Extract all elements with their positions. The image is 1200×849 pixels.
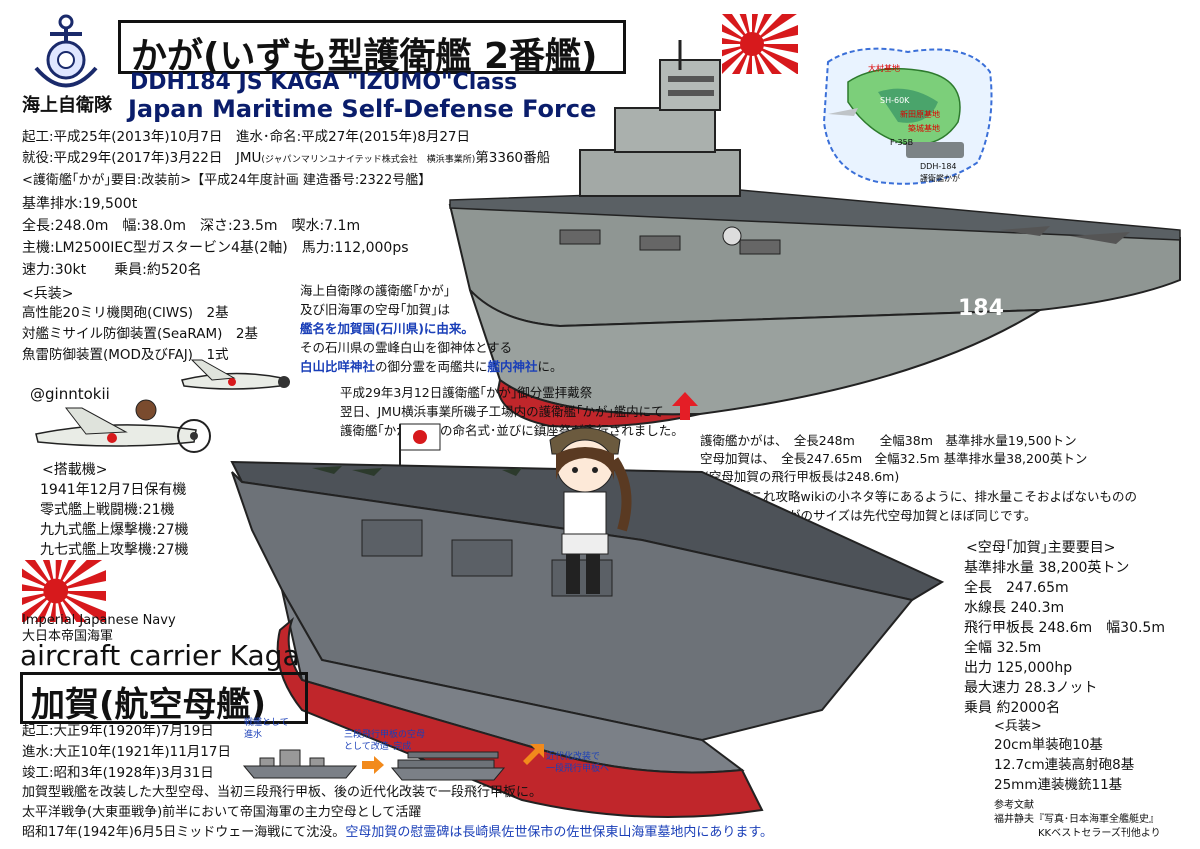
spec-line: 速力:30kt 乗員:約520名 [22,262,202,278]
story-line: その石川県の霊峰白山を御神体とする [300,340,513,355]
ceremony-line: 平成29年3月12日護衛艦｢かが｣御分霊拝戴祭 [340,385,593,400]
story-text: に。 [537,359,563,374]
evo-label: 戦艦として [244,718,289,728]
kaga-spec-line: 基準排水量 38,200英トン [964,560,1130,576]
spec-header: <護衛艦｢かが｣要目:改装前>【平成24年度計画 建造番号:2322号艦】 [22,173,432,188]
evo-label: 近代化改装で [546,752,601,762]
map-place: SH-60K [880,96,910,105]
aircraft-line: 九九式艦上爆撃機:27機 [40,522,189,538]
story-line: 及び旧海軍の空母｢加賀｣は [300,302,451,317]
kaga-spec-line: 最大速力 28.3ノット [964,680,1098,696]
build-dates-line2: 就役:平成29年(2017年)3月22日 JMU(ジャパンマリンユナイテッド株式… [22,150,551,167]
build-dates-line1: 起工:平成25年(2013年)10月7日 進水･命名:平成27年(2015年)8… [22,129,471,145]
reference-line: KKベストセラーズ刊他より [1038,828,1161,839]
kaga-title-box: 加賀(航空母艦) [20,672,308,725]
kaga-arms-line: 12.7cm連装高射砲8基 [994,757,1135,773]
zero-fighter-illustration [181,359,290,390]
ijn-en: Imperial Japanese Navy [22,613,176,628]
map-place: 築城基地 [908,124,940,133]
ceremony-line: 翌日、JMU横浜事業所磯子工場内の護衛艦｢かが｣艦内にて [340,404,664,419]
kaga-spec-line: 全幅 32.5m [964,640,1042,656]
aircraft-line: 零式艦上戦闘機:21機 [40,502,175,518]
spec-line: 全長:248.0m 幅:38.0m 深さ:23.5m 喫水:7.1m [22,218,361,234]
map-place: 大村基地 [868,64,900,73]
aircraft-header: <搭載機> [42,462,108,478]
map-place: F-35B [890,138,914,147]
aircraft-line: 1941年12月7日保有機 [40,482,187,498]
hull-serial: 第3360番船 [475,150,551,166]
ship-shrine: 艦内神社 [487,359,538,374]
story-line: 海上自衛隊の護衛艦｢かが｣ [300,283,451,298]
ijn-date: 進水:大正10年(1921年)11月17日 [22,744,231,760]
arrow-up-icon [672,392,698,420]
story-highlight: 艦名を加賀国(石川県)に由来。 [300,321,474,336]
map-label2: 護衛艦かが [920,174,960,183]
map-label: DDH-184 [920,162,957,171]
evo-label: 一段飛行甲板へ [546,764,610,774]
reference-header: 参考文献 [994,800,1034,811]
story-shrine-line: 白山比咩神社の御分霊を両艦共に艦内神社に。 [300,359,563,374]
ijn-ja: 大日本帝国海軍 [22,629,114,644]
history-last-line: 昭和17年(1942年)6月5日ミッドウェー海戦にて沈没。空母加賀の慰霊碑は長崎… [22,825,774,841]
title-box: かが(いずも型護衛艦 2番艦) [118,20,626,77]
base-map-inset [822,47,993,185]
aircraft-line: 九七式艦上攻撃機:27機 [40,542,189,558]
compare-line: 艦これ攻略wikiの小ネタ等にあるように、排水量こそおよばないものの [738,489,1138,504]
kaga-spec-line: 出力 125,000hp [964,660,1073,676]
artist-handle: @ginntokii [30,385,110,403]
arrow-right-icon [362,756,384,774]
torpedo-bomber-illustration [35,399,211,453]
arms-header: <兵装> [22,286,74,302]
compare-line: 護衛艦かがは、 全長248m 全幅38m 基準排水量19,500トン [700,433,1077,448]
spec-line: 主機:LM2500IEC型ガスタービン4基(2軸) 馬力:112,000ps [22,240,409,256]
jmsdf-en: Japan Maritime Self-Defense Force [128,95,597,123]
compare-line: 護衛艦かがのサイズは先代空母加賀とほぼ同じです。 [738,508,1037,523]
evo-label: 進水 [244,730,263,740]
kaga-arms-header: <兵装> [994,719,1042,734]
rising-sun-flag-icon [22,560,106,622]
battleship-mini-illustration [242,749,358,779]
arms-line: 魚雷防御装置(MOD及びFAJ) 1式 [22,347,229,363]
memorial-text: 空母加賀の慰霊碑は長崎県佐世保市の佐世保東山海軍墓地内にあります。 [345,825,774,840]
ijn-date: 竣工:昭和3年(1928年)3月31日 [22,765,214,781]
kaga-spec-line: 水線長 240.3m [964,600,1065,616]
ijn-date: 起工:大正9年(1920年)7月19日 [22,723,214,739]
shrine-name: 白山比咩神社 [300,359,376,374]
rising-sun-flag-icon [722,14,798,74]
ddh184-kaga-illustration [448,40,1181,428]
story-text: の御分霊を両艦共に [375,359,488,374]
jmu-fullname: (ジャパンマリンユナイテッド株式会社 横浜事業所) [261,155,476,165]
carrier-en: aircraft carrier Kaga [20,639,300,672]
subtitle-en: DDH184 JS KAGA "IZUMO"Class [130,70,518,95]
carrier-ja: 加賀(航空母艦) [31,685,267,725]
map-place: 新田原基地 [900,110,940,119]
jmsdf-ja: 海上自衛隊 [22,95,112,116]
evo-label: 三段飛行甲板の空母 [344,730,426,740]
jmsdf-anchor-emblem-icon [34,14,98,88]
kaga-spec-line: 飛行甲板長 248.6m 幅30.5m [964,620,1165,636]
kaga-spec-header: <空母｢加賀｣主要要目> [966,540,1116,556]
history-line: 太平洋戦争(大東亜戦争)前半において帝国海軍の主力空母として活躍 [22,805,422,820]
spec-line: 基準排水:19,500t [22,196,138,212]
kaga-arms-line: 20cm単装砲10基 [994,737,1103,753]
kaga-spec-line: 全長 247.65m [964,580,1069,596]
evo-label: として改造･完成 [344,742,412,752]
kaga-spec-line: 乗員 約2000名 [964,700,1061,716]
arms-line: 対艦ミサイル防御装置(SeaRAM) 2基 [22,326,258,342]
page-title: かが(いずも型護衛艦 2番艦) [131,36,598,77]
sinking-text: 昭和17年(1942年)6月5日ミッドウェー海戦にて沈没。 [22,825,346,840]
compare-line: 空母加賀は、 全長247.65m 全幅32.5m 基準排水量38,200英トン [700,451,1088,466]
kaga-arms-line: 25mm連装機銃11基 [994,777,1123,793]
commission-text: 就役:平成29年(2017年)3月22日 JMU [22,150,262,166]
hull-number: 184 [958,296,1004,321]
arms-line: 高性能20ミリ機関砲(CIWS) 2基 [22,305,229,321]
history-line: 加賀型戦艦を改装した大型空母、当初三段飛行甲板、後の近代化改装で一段飛行甲板に。 [22,785,543,800]
arrow-up-right-icon [523,744,544,765]
reference-line: 福井静夫『写真･日本海軍全艦艇史』 [994,814,1159,825]
compare-line: (空母加賀の飛行甲板長は248.6m) [704,469,900,484]
kaga-character-illustration [549,427,632,594]
tri-deck-carrier-mini-illustration [390,751,506,781]
